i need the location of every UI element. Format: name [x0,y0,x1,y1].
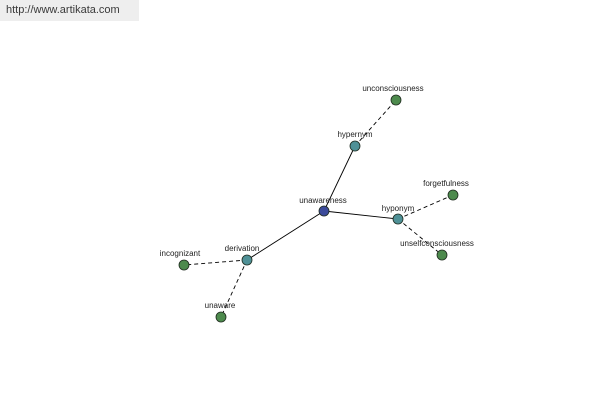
edge-unawareness-derivation [246,210,325,261]
edge-hypernym-unconsciousness [354,99,397,147]
node-label-incognizant: incognizant [160,249,201,258]
node-label-derivation: derivation [225,244,260,253]
edge-derivation-unaware [220,259,248,318]
node-hypernym[interactable] [349,140,361,152]
node-label-hypernym: hypernym [337,130,372,139]
nodes-layer [178,94,459,323]
node-label-unconsciousness: unconsciousness [362,84,423,93]
edge-unawareness-hyponym [323,210,399,220]
node-label-unselfconsciousness: unselfconsciousness [400,239,474,248]
node-unselfconsciousness[interactable] [436,249,448,261]
edge-hyponym-forgetfulness [397,194,454,220]
node-label-unawareness: unawareness [299,196,347,205]
node-label-unaware: unaware [205,301,236,310]
labels-layer: unawareness hypernym hyponym derivation unco… [160,84,474,310]
edge-derivation-incognizant [183,259,248,266]
node-hyponym[interactable] [392,213,404,225]
node-unawareness[interactable] [318,205,330,217]
node-incognizant[interactable] [178,259,190,271]
node-unaware[interactable] [215,311,227,323]
node-unconsciousness[interactable] [390,94,402,106]
edges-layer [183,99,454,318]
edge-unawareness-hypernym [323,145,356,212]
node-forgetfulness[interactable] [447,189,459,201]
node-derivation[interactable] [241,254,253,266]
node-label-hyponym: hyponym [382,204,415,213]
node-label-forgetfulness: forgetfulness [423,179,469,188]
edge-hyponym-unselfconsciousness [397,218,443,256]
source-link[interactable]: http://www.artikata.com [0,0,139,21]
